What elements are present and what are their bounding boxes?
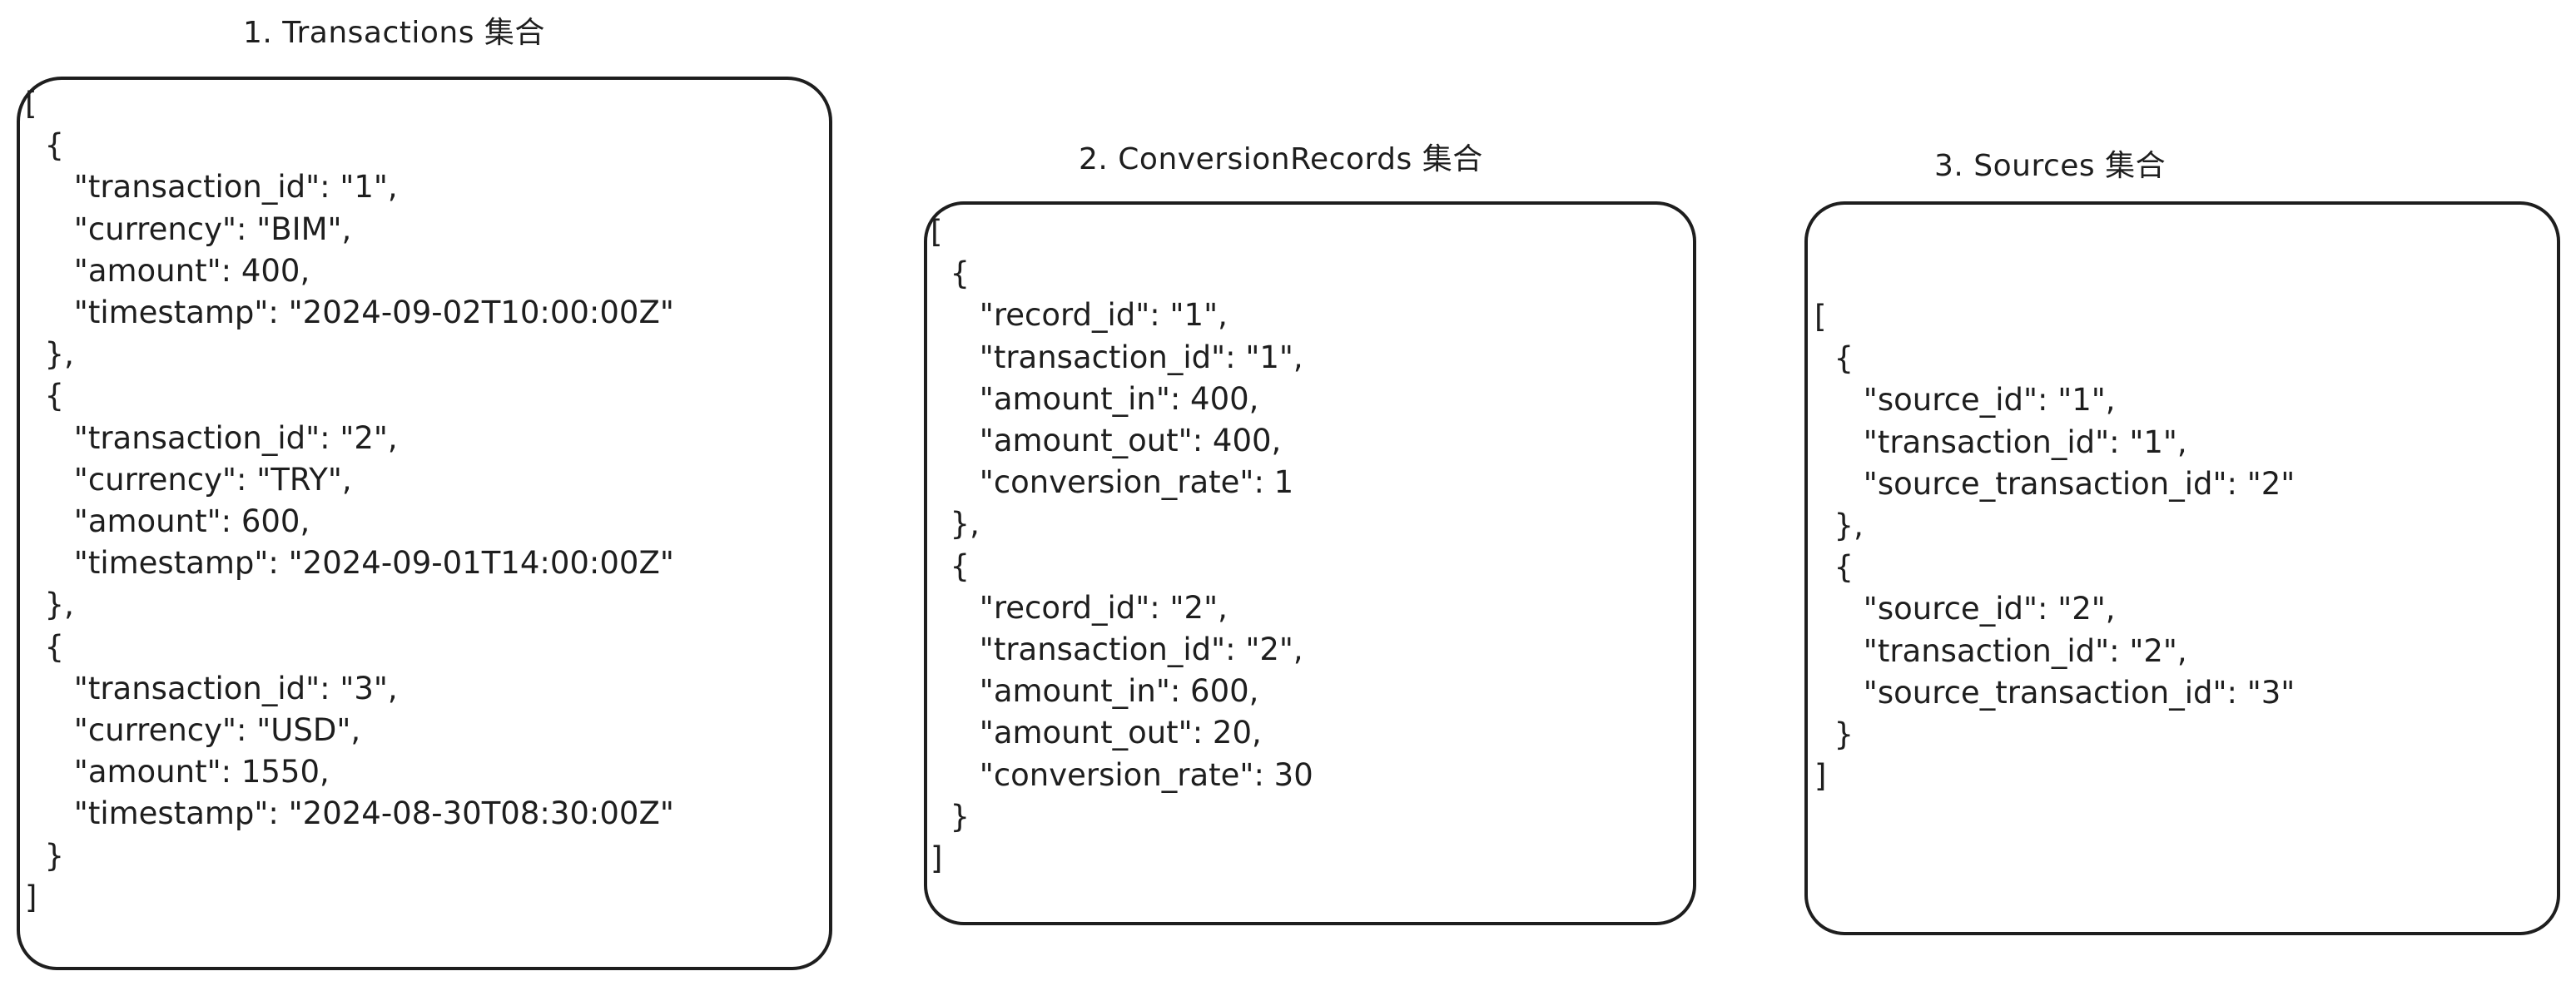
transactions-collection-box: [17, 77, 832, 970]
sources-collection-title: 3. Sources 集合: [1934, 149, 2167, 183]
sources-json-content: [ { "source_id": "1", "transaction_id": …: [1814, 299, 2296, 795]
sources-collection-box: [1804, 201, 2560, 935]
conversion-records-collection-title: 2. ConversionRecords 集合: [1079, 142, 1483, 176]
transactions-collection-title: 1. Transactions 集合: [243, 16, 545, 50]
transactions-json-content: [ { "transaction_id": "1", "currency": "…: [25, 86, 674, 915]
conversion-records-json-content: [ { "record_id": "1", "transaction_id": …: [931, 214, 1313, 877]
conversion-records-collection-box: [924, 201, 1696, 925]
